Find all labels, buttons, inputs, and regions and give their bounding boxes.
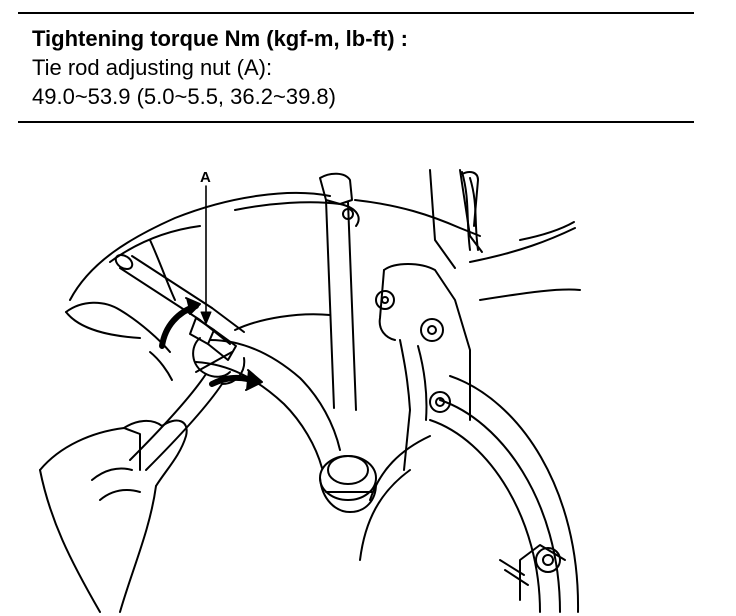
body-panel-outline [69,191,581,331]
top-rule [18,12,694,14]
tie-rod-end [195,339,377,513]
callout-a-leader [200,185,212,325]
lower-hand [39,419,188,613]
brake-hose [461,171,575,251]
open-end-wrench [129,337,246,471]
tie-rod [114,253,245,345]
torque-heading: Tightening torque Nm (kgf-m, lb-ft) : [32,26,408,51]
torque-value: 49.0~53.9 (5.0~5.5, 36.2~39.8) [32,84,336,109]
knuckle-assembly [319,169,483,471]
torque-item-label: Tie rod adjusting nut (A): [32,55,273,80]
callout-a-label: A [200,169,211,186]
bottom-rule [18,121,694,123]
rotation-arrow-upper [159,297,201,349]
upper-hand [65,301,173,381]
rotation-arrow-lower [209,369,263,391]
tie-rod-illustration: A [39,169,581,613]
brake-disc [359,375,580,613]
torque-spec-block: Tightening torque Nm (kgf-m, lb-ft) : Ti… [32,24,682,111]
